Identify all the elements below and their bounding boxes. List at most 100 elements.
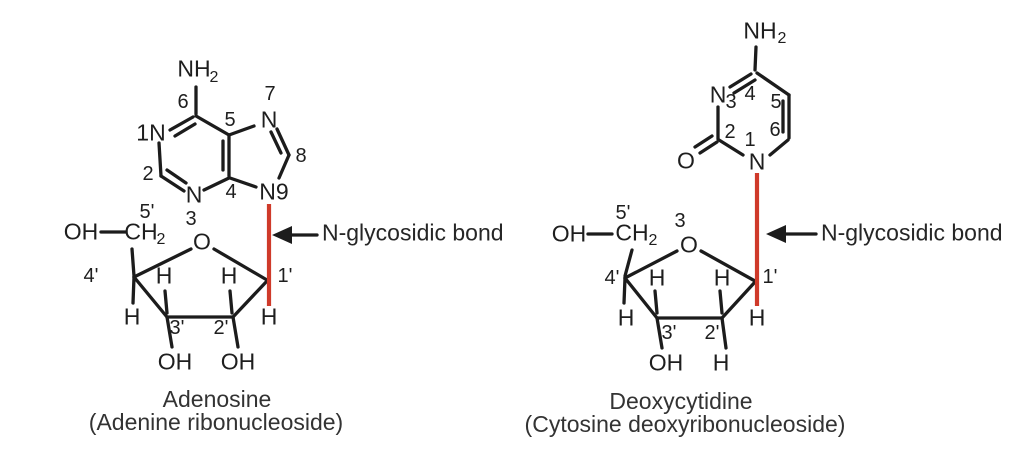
deoxyribose-h-inner-right: H: [713, 264, 731, 291]
bond-c2-o-a: [698, 140, 719, 155]
deoxyribose-h-inner-left: H: [648, 264, 666, 291]
bond-c4p-ch2: [130, 247, 136, 278]
ribose-2prime-label: 2': [213, 317, 229, 339]
adenine-pos8-label: 8: [295, 145, 307, 167]
cytosine-ring-bonds: [693, 45, 791, 157]
ribose-h-below-4prime: H: [123, 303, 141, 330]
arrowhead-right-icon: [766, 225, 786, 243]
cytosine-pos1-label: 1: [744, 129, 756, 151]
bond-c4p-h: [622, 276, 627, 305]
bond-c3p-oh: [655, 316, 664, 350]
cytosine-nh2-label: NH: [743, 17, 777, 44]
ribose-oh3-label: OH: [157, 348, 193, 375]
bond-n7-c8-a: [275, 127, 291, 157]
bond-c2-n1: [717, 138, 745, 157]
cytosine-pos3-label: 3: [725, 91, 737, 113]
adenine-pos5-label: 5: [224, 109, 236, 131]
bond-c4p-c3p: [132, 275, 169, 319]
deoxyribose-oxygen-label: O: [680, 231, 698, 258]
glycosidic-annotation-right: N-glycosidic bond: [821, 219, 1003, 246]
cytosine-pos6-label: 6: [769, 119, 781, 141]
deoxyribose-1prime-label: 1': [762, 266, 778, 288]
cytosine-carbonyl-o: O: [677, 147, 695, 174]
deoxyribose-3-label: 3: [674, 210, 686, 232]
cytosine-n1-label: N: [748, 148, 766, 175]
adenine-pos4-label: 4: [225, 181, 237, 203]
annotation-arrow-right: [766, 225, 818, 243]
bond-c5-n7: [227, 124, 256, 137]
ribose-ring-bonds: [99, 230, 269, 349]
adenine-pos6-label: 6: [177, 91, 189, 113]
bond-c3p-oh: [165, 315, 174, 349]
bond-h-c2p: [228, 289, 234, 315]
deoxyribose-3prime-label: 3': [661, 322, 677, 344]
bond-c2p-c1p: [720, 280, 757, 320]
bond-h-c3p: [653, 289, 659, 315]
bond-c6-n1-b: [173, 122, 197, 138]
annotation-arrow-left: [272, 226, 319, 244]
bond-c2-n3-a: [159, 174, 186, 193]
bond-h-c3p: [163, 289, 169, 315]
caption-deoxycytidine: Deoxycytidine: [609, 388, 753, 414]
ribose-3prime-label: 3': [169, 317, 185, 339]
bond-c4p-ch2: [623, 248, 634, 278]
bond-o-c1p: [212, 247, 269, 282]
bond-c5-c4: [755, 71, 791, 97]
ribose-oh2-label: OH: [220, 348, 256, 375]
bond-c8-n9: [277, 153, 291, 180]
caption-adenosine-sub: (Adenine ribonucleoside): [88, 409, 344, 435]
bond-h-c2p: [718, 289, 724, 315]
bond-n3-c4: [202, 176, 231, 192]
bond-c2p-oh: [231, 315, 240, 349]
bond-c6-n1-a: [168, 115, 195, 132]
arrowhead-left-icon: [272, 226, 292, 244]
bond-c5-c6: [194, 114, 231, 137]
cytosine-n3-label: N: [709, 81, 727, 108]
bond-o-c4p: [623, 249, 679, 280]
ribose-5prime-label: 5': [139, 201, 155, 223]
ribose-ch2-label: CH: [124, 218, 158, 245]
adenine-pos3-label: 3: [185, 208, 197, 230]
bond-n9-c4: [228, 176, 258, 189]
ribose-1prime-label: 1': [277, 265, 293, 287]
deoxyribose-h-below-4prime: H: [617, 304, 635, 331]
adenine-n9-label: N9: [259, 178, 289, 205]
bond-n1-c6: [768, 138, 790, 157]
adenine-ring-bonds: [157, 85, 291, 193]
adenine-n7-label: N: [260, 106, 278, 133]
caption-deoxycytidine-sub: (Cytosine deoxyribonucleoside): [524, 411, 846, 437]
deoxyribose-4prime-label: 4': [604, 267, 620, 289]
adenine-nh2-label: NH: [177, 55, 211, 82]
adenine-pos7-label: 7: [264, 83, 276, 105]
cytosine-pos5-label: 5: [770, 91, 782, 113]
deoxyribose-oh3-label: OH: [648, 349, 684, 376]
ribose-oh5-label: OH: [63, 218, 99, 245]
adenine-n1-label: 1N: [136, 119, 166, 146]
bond-c4p-c3p: [623, 276, 659, 320]
ribose-h-inner-left: H: [155, 262, 173, 289]
deoxyribose-oh5-label: OH: [551, 220, 587, 247]
ribose-4prime-label: 4': [83, 265, 99, 287]
deoxyribose-h-below-1prime: H: [748, 304, 766, 331]
bond-n7-c8-b: [269, 130, 283, 155]
bond-o-c1p: [699, 249, 757, 283]
bond-c4-n3-a: [728, 72, 753, 89]
adenine-nh2-subscript: 2: [209, 69, 219, 86]
bond-c4p-h: [131, 275, 136, 305]
cytosine-nh2-subscript: 2: [777, 30, 787, 47]
adenine-pos2-label: 2: [142, 163, 154, 185]
bond-c4-n3-b: [732, 78, 757, 95]
bond-c2p-h: [720, 316, 728, 350]
adenine-n3-label: N: [185, 181, 203, 208]
glycosidic-annotation-left: N-glycosidic bond: [322, 219, 504, 246]
bond-n1-c2: [157, 141, 163, 178]
deoxyribose-ring-bonds: [586, 232, 757, 350]
cytosine-pos2-label: 2: [724, 121, 736, 143]
caption-adenosine: Adenosine: [162, 386, 272, 412]
bond-c2-n3-b: [165, 168, 188, 185]
deoxyribose-2prime-label: 2': [704, 322, 720, 344]
cytosine-pos4-label: 4: [744, 83, 756, 105]
bond-o-c4p: [132, 247, 193, 279]
